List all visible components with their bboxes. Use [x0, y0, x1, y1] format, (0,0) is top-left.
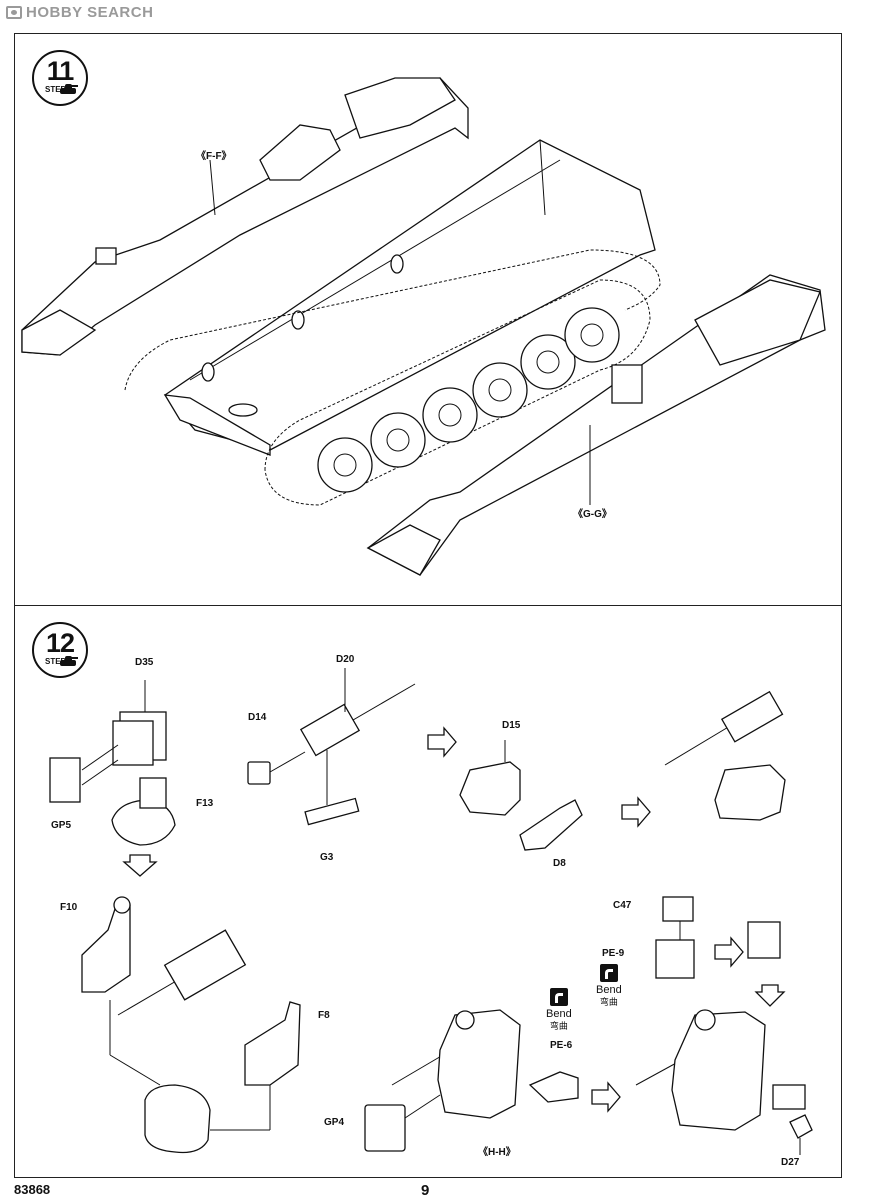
part-d15: D15 [502, 720, 521, 731]
part-f13: F13 [196, 798, 214, 809]
tank-icon [60, 84, 78, 94]
part-d8: D8 [553, 858, 566, 869]
bend-note-pe-9: Bend 弯曲 [596, 964, 622, 1008]
part-gp5: GP5 [51, 820, 72, 831]
bend-label-cn: 弯曲 [549, 1021, 568, 1031]
step-11-drawing [21, 77, 826, 576]
part-pe-6: PE-6 [550, 1040, 573, 1051]
ref-f-f: 《F-F》 [196, 151, 232, 162]
bend-note-pe-6: Bend 弯曲 [546, 988, 572, 1032]
part-pe-9: PE-9 [602, 948, 625, 959]
step-11-number: 11 [46, 56, 75, 86]
step-12-label: STEP [45, 657, 66, 666]
step-12-panel [14, 606, 842, 1178]
step-12-drawing [49, 668, 813, 1155]
part-f8: F8 [318, 1010, 330, 1021]
bend-label-en: Bend [596, 984, 622, 996]
ref-h-h: 《H-H》 [478, 1147, 516, 1158]
camera-icon [6, 6, 22, 19]
step-11-label: STEP [45, 85, 66, 94]
part-f10: F10 [60, 902, 78, 913]
part-d20: D20 [336, 654, 355, 665]
page-number: 9 [421, 1182, 430, 1199]
part-d27: D27 [781, 1157, 800, 1168]
tank-icon [60, 656, 78, 666]
bend-icon [549, 988, 568, 1006]
watermark-text: HOBBY SEARCH [26, 4, 154, 21]
bend-label-en: Bend [546, 1008, 572, 1020]
watermark: HOBBY SEARCH [6, 4, 153, 21]
part-d14: D14 [248, 712, 267, 723]
ref-g-g: 《G-G》 [573, 509, 612, 520]
step-12-number: 12 [45, 628, 75, 658]
part-g3: G3 [320, 852, 334, 863]
bend-label-cn: 弯曲 [599, 997, 618, 1007]
product-code: 83868 [14, 1182, 51, 1197]
part-gp4: GP4 [324, 1117, 345, 1128]
step-12-badge: 12 STEP [32, 622, 88, 678]
part-d35: D35 [135, 657, 154, 668]
part-c47: C47 [613, 900, 632, 911]
bend-icon [599, 964, 618, 982]
step-11-badge: 11 STEP [32, 50, 88, 106]
step-11-panel [14, 33, 842, 606]
